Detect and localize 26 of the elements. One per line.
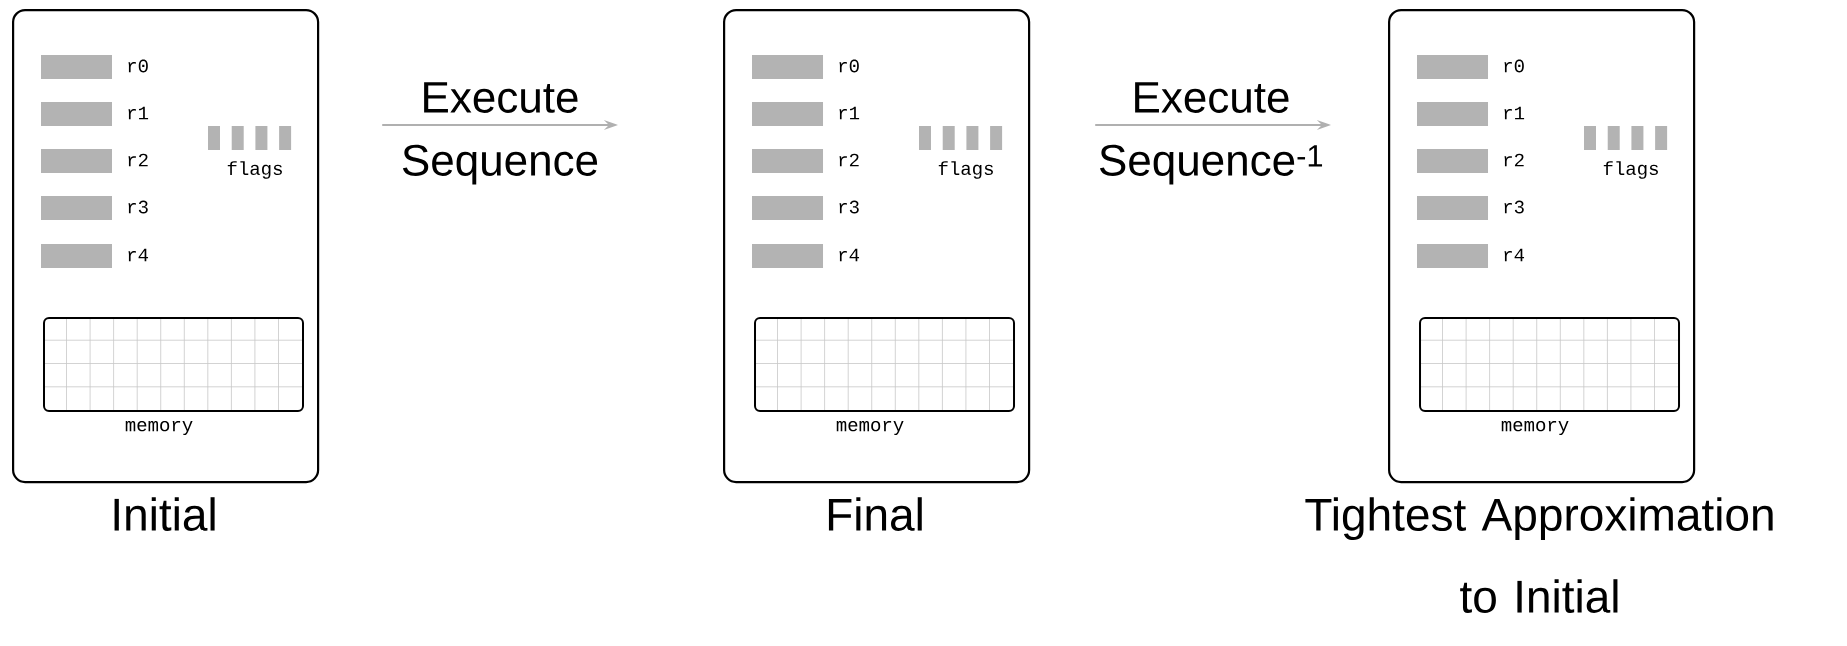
register-label: r2 <box>839 153 859 167</box>
register-label: r1 <box>839 106 860 120</box>
register-label: r3 <box>839 200 859 214</box>
register-label: r4 <box>128 248 149 262</box>
edge-label: Execute Sequence <box>402 82 598 185</box>
register-label: r2 <box>1504 153 1524 167</box>
register-label: r4 <box>839 248 860 262</box>
register-label: r3 <box>128 200 148 214</box>
register-label: r1 <box>1504 106 1525 120</box>
memory-label: memory <box>125 420 193 436</box>
register-label: r0 <box>1504 59 1524 73</box>
register-label: r2 <box>128 153 148 167</box>
memory-label: memory <box>1501 420 1569 436</box>
node-label: Tightest Approximation to Initial <box>1305 497 1773 613</box>
register-label: r1 <box>128 106 149 120</box>
memory-label: memory <box>836 420 904 436</box>
register-label: r3 <box>1504 200 1524 214</box>
flags-label: flags <box>227 161 282 179</box>
register-label: r4 <box>1504 248 1525 262</box>
edge-label: Execute Sequence$^{-1}$ <box>1100 82 1323 185</box>
flags-label: flags <box>938 161 993 179</box>
node-label: Final <box>828 497 922 531</box>
register-label: r0 <box>839 59 859 73</box>
flags-label: flags <box>1603 161 1658 179</box>
node-label: Initial <box>114 497 215 531</box>
register-label: r0 <box>128 59 148 73</box>
